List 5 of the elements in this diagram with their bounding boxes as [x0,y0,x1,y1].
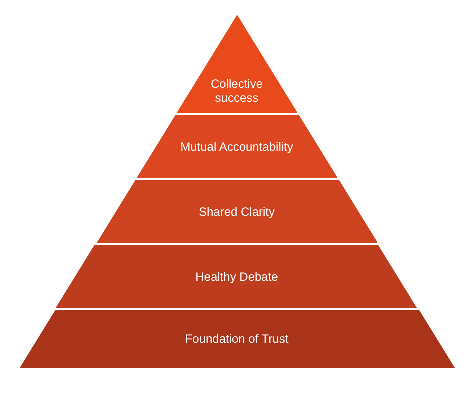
tier-label: Collective success [210,77,264,106]
tier-label: Healthy Debate [196,270,278,284]
tier-label: Mutual Accountability [180,140,294,154]
tier-label: Shared Clarity [198,204,275,218]
tier-label: Foundation of Trust [185,332,289,346]
